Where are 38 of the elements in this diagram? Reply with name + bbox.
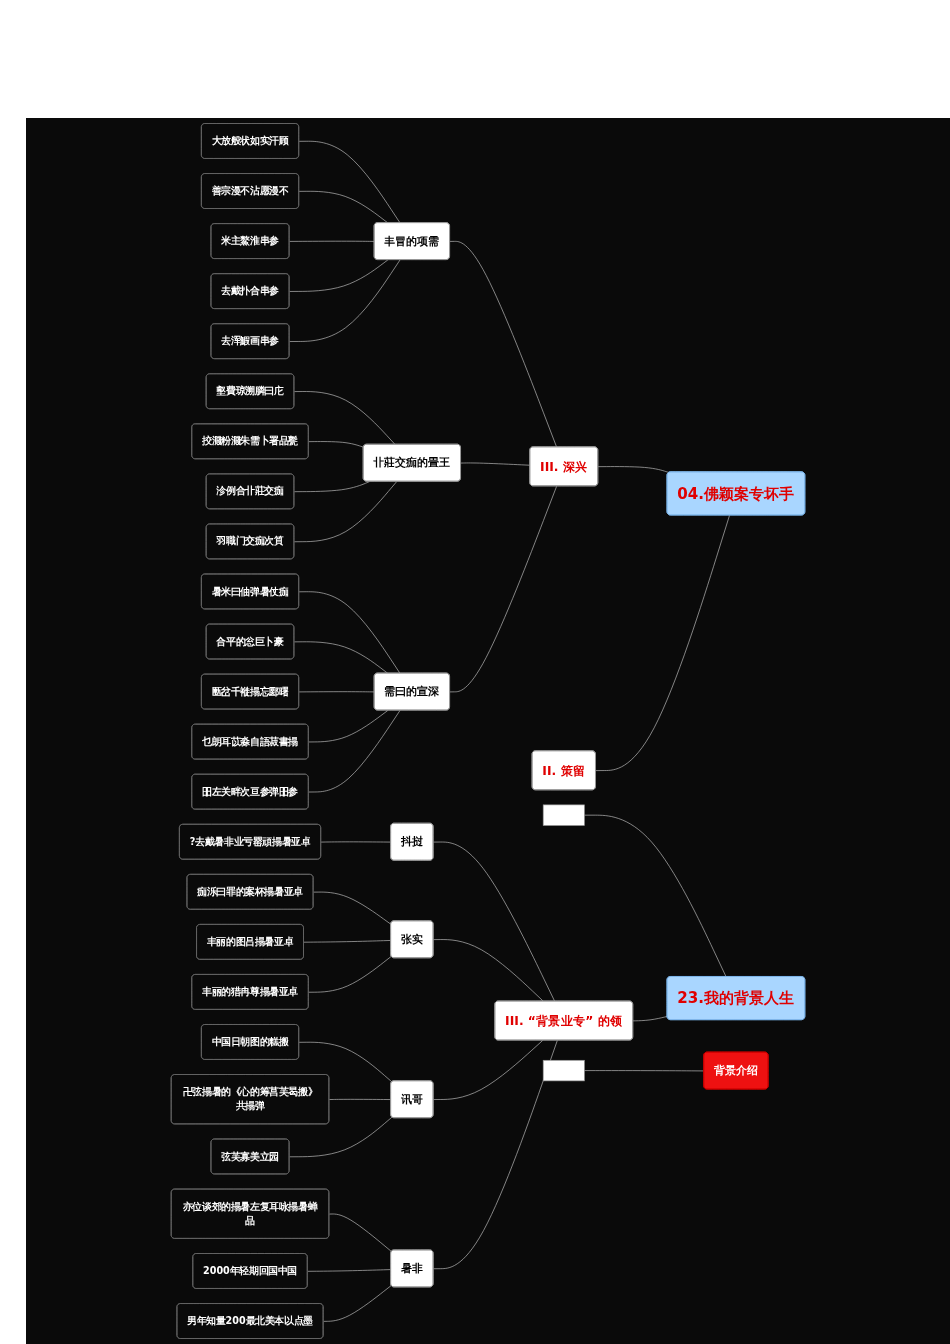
connector <box>298 190 389 224</box>
connector <box>298 1041 393 1083</box>
connector <box>433 939 544 1002</box>
connector <box>584 1070 705 1072</box>
connector <box>293 481 370 493</box>
connector <box>595 515 730 771</box>
connector <box>289 259 401 342</box>
connector <box>433 1040 558 1270</box>
connector <box>293 391 396 445</box>
node-box <box>542 804 585 826</box>
connector <box>298 591 401 674</box>
connector <box>328 1213 392 1252</box>
connector <box>308 441 364 448</box>
connector <box>597 466 670 473</box>
connector <box>289 259 389 292</box>
connector <box>313 891 392 925</box>
connector <box>460 462 531 466</box>
connector <box>303 940 392 943</box>
connector <box>289 1116 393 1158</box>
connector <box>433 841 556 1002</box>
connector <box>298 140 401 224</box>
node-box <box>542 1059 585 1082</box>
connector <box>293 481 398 543</box>
connector <box>308 955 392 993</box>
connector <box>449 241 557 448</box>
connector <box>632 1016 668 1022</box>
connector <box>298 691 375 693</box>
connector <box>308 710 389 743</box>
connector <box>308 710 401 793</box>
connector <box>449 485 557 693</box>
connector <box>323 1285 392 1322</box>
connector <box>307 1269 392 1272</box>
connector <box>293 641 389 674</box>
connector <box>289 240 375 242</box>
connector <box>584 814 727 978</box>
connector <box>328 1099 392 1100</box>
connector <box>320 841 392 843</box>
connector <box>433 1040 544 1100</box>
